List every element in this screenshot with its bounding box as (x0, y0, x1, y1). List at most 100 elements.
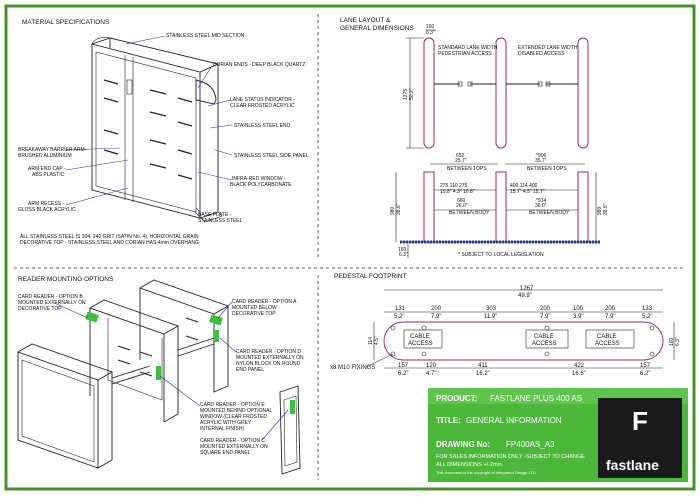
cable-access-2-line-2: ACCESS (532, 341, 557, 347)
reader-gate-drawing (16, 279, 230, 469)
dim-end-width-mm: 160 (426, 24, 435, 30)
label-arm-recess-1: ARM RECESS - (28, 201, 64, 207)
dim-body-std-mm: 660 (457, 198, 466, 204)
pedestal-footprint-heading: PEDESTAL FOOTPRINT (334, 273, 407, 280)
label-base-plate-1: BASE PLATE - (198, 212, 232, 218)
bottom-dim-1-in: 6.2" (398, 371, 408, 377)
dim-std-body-split-mm: 275 110 275 (440, 183, 468, 189)
label-lane-status-2: CLEAR FROSTED ACRYLIC (230, 103, 295, 109)
reader-option-e-line-5: INTERNAL FINISH) (200, 426, 244, 432)
top-dim-2-in: 7.9" (431, 314, 441, 320)
label-between-tops-2: BETWEEN TOPS (527, 166, 567, 172)
dim-ext-body-split-in: 15.7" 4.5" 15.7" (510, 189, 545, 195)
dim-between-tops-ext-mm: *906 (536, 153, 547, 159)
top-dim-7-mm: 133 (642, 306, 653, 312)
top-dim-4-in: 7.9" (540, 314, 550, 320)
base-plate-outline (383, 321, 664, 361)
top-dim-3-in: 11.9" (484, 314, 497, 320)
bottom-dim-3-in: 16.2" (476, 371, 490, 377)
label-corian-ends: CORIAN ENDS - DEEP BLACK QUARTZ (213, 62, 305, 68)
drawing-no-value: FP400AS_A3 (506, 440, 555, 449)
dim-length-mm: 1275 (403, 89, 409, 100)
material-note-line-2: DECORATIVE TOP - STAINLESS STEEL AND COR… (20, 240, 199, 246)
cable-access-box-1 (403, 329, 443, 349)
dim-end-width-in: 6.3" (426, 30, 435, 36)
fastlane-logo (598, 398, 682, 478)
reader-option-e-line-4: ACRYLIC WITH GREY (200, 420, 252, 426)
reader-option-d-line-2: MOUNTED EXTERNALLY ON (236, 355, 304, 361)
label-side-panel: STAINLESS STEEL SIDE PANEL (234, 153, 309, 159)
reader-option-e-line-2: MOUNTED BEHIND OPTIONAL (200, 408, 272, 414)
reader-option-c-line-1: CARD READER - OPTION C (200, 438, 265, 444)
dim-length-in: 50.2" (409, 88, 415, 100)
bottom-dim-5-in: 6.2" (640, 371, 650, 377)
material-specs-heading: MATERIAL SPECIFICATIONS (22, 19, 110, 26)
top-dim-6-in: 7.9" (605, 314, 615, 320)
label-arm-recess-2: GLOSS BLACK ACRYLIC (18, 207, 76, 213)
label-between-body-1: BETWEEN BODY (449, 210, 490, 216)
material-note-line-1: ALL STAINLESS STEEL IS 304, 240 GRIT (SA… (20, 234, 199, 240)
reader-end-panel-detail (279, 385, 301, 475)
label-between-body-2: BETWEEN BODY (529, 210, 570, 216)
bottom-dim-5-mm: 157 (640, 363, 651, 369)
material-specifications-panel: MATERIAL SPECIFICATIONS (18, 19, 309, 246)
reader-option-a-line-3: DECORATIVE TOP (232, 311, 276, 317)
title-block: PRODUCT: FASTLANE PLUS 400 AS TITLE: GEN… (428, 388, 688, 482)
reader-option-c-line-2: MOUNTED EXTERNALLY ON (200, 444, 268, 450)
sales-info-note: FOR SALES INFORMATION ONLY -SUBJECT TO C… (436, 454, 585, 460)
bottom-dim-1-mm: 157 (398, 363, 409, 369)
top-dim-1-in: 5.2" (394, 314, 404, 320)
material-callout-leaders (65, 35, 233, 213)
logo-letter: F (632, 406, 648, 436)
label-infra-red-2: BLACK POLYCARBONATE (230, 182, 292, 188)
title-value: GENERAL INFORMATION (466, 416, 562, 425)
dim-body-ext-in: 36.0" (535, 203, 547, 209)
reader-option-d-line-1: CARD READER - OPTION D (236, 349, 301, 355)
bottom-dim-2-mm: 120 (426, 363, 437, 369)
title-label: TITLE: (436, 416, 461, 425)
label-extended-lane-1: EXTENDED LANE WIDTH (518, 45, 578, 51)
side-dim-right-mm: 160 (669, 337, 675, 346)
side-dim-left-mm: 114 (368, 337, 374, 345)
side-dim-left-in: 4.5" (374, 336, 380, 345)
reader-option-b-line-1: CARD READER - OPTION B (18, 294, 83, 300)
reader-option-a-line-1: CARD READER - OPTION A (232, 299, 297, 305)
lane-layout-heading-1: LANE LAYOUT & (340, 17, 391, 24)
bottom-dim-4-mm: 422 (574, 363, 585, 369)
label-base-plate-2: STAINLESS STEEL (198, 218, 243, 224)
side-dim-right-in: 6.3" (675, 337, 681, 346)
fixings-label: x8 M10 FIXINGS (330, 365, 375, 371)
label-standard-lane-2: PEDESTRIAN ACCESS (438, 51, 492, 57)
label-extended-lane-2: DISABLED ACCESS (518, 51, 565, 57)
top-dim-4-mm: 200 (540, 306, 551, 312)
top-dim-5-mm: 100 (573, 306, 584, 312)
dim-height-left-in: 38.6" (396, 203, 402, 215)
dim-between-tops-std-in: 25.7" (455, 158, 467, 164)
product-value: FASTLANE PLUS 400 AS (490, 394, 582, 403)
dim-body-std-in: 26.0" (456, 203, 468, 209)
top-dim-3-mm: 303 (486, 306, 497, 312)
dim-body-ext-mm: *914 (536, 198, 547, 204)
reader-option-d-line-3: NYLON BLOCK ON ROUND (236, 361, 301, 367)
dim-height-right-mm: 980 (597, 206, 603, 215)
dim-height-left-mm: 980 (390, 206, 396, 215)
top-dim-1-mm: 131 (395, 306, 406, 312)
overall-length-in: 49.9" (518, 293, 532, 299)
copyright-note: This document is the copyright of Integr… (436, 470, 536, 475)
reader-option-e-line-3: WINDOW (CLEAR FROSTED (200, 414, 267, 420)
label-arm-end-cap-2: ABS PLASTIC (32, 172, 65, 178)
logo-wordmark: fastlane (606, 457, 659, 473)
reader-option-c-line-3: SQUARE END PANEL (200, 450, 251, 456)
bottom-dim-3-mm: 411 (478, 363, 488, 369)
top-dim-5-in: 3.9" (573, 314, 583, 320)
reader-pad-option-d (214, 330, 219, 342)
bottom-dim-4-in: 16.6" (572, 371, 586, 377)
gate-unit-drawing (90, 37, 223, 223)
dim-depth-mm: 160 (398, 247, 407, 253)
dim-ext-body-split-mm: 400 114 400 (510, 183, 538, 189)
bottom-dimension-chain: 157 6.2" 120 4.7" 411 16.2" 422 16.6" 15… (398, 363, 651, 377)
label-between-tops-1: BETWEEN TOPS (447, 166, 487, 172)
label-infra-red-1: INFRA-RED WINDOW - (232, 176, 286, 182)
reader-pad-option-b (85, 311, 99, 323)
cable-access-3-line-1: CABLE (597, 334, 617, 340)
